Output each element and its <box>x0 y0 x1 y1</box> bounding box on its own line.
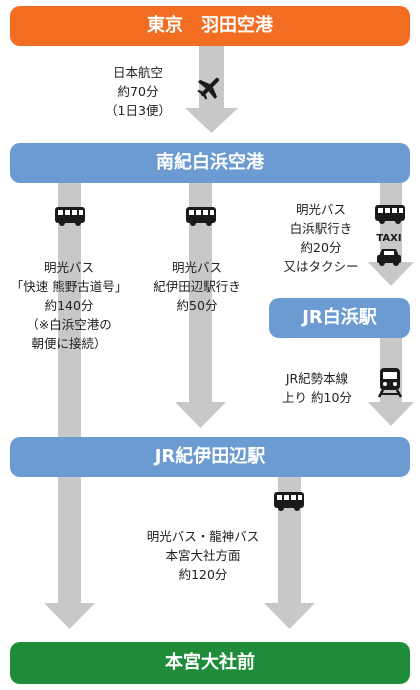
label-line: 本宮大社方面 <box>165 548 241 563</box>
node-nanki-shirahama-airport: 南紀白浜空港 <box>10 143 410 183</box>
label-line: 明光バス <box>43 260 94 275</box>
label-line: 上り 約10分 <box>282 390 352 405</box>
node-jr-kii-tanabe: JR紀伊田辺駅 <box>10 437 410 477</box>
label-line: 約70分 <box>117 84 159 99</box>
taxi-sign: TAXI <box>376 233 402 244</box>
route-label-bus-hongu: 明光バス・龍神バス 本宮大社方面 約120分 <box>128 527 278 584</box>
label-line: 明光バス <box>171 260 222 275</box>
node-jr-shirahama: JR白浜駅 <box>269 298 410 338</box>
arrow-kii-to-hongu <box>264 476 315 629</box>
airplane-icon <box>197 77 220 100</box>
route-label-flight: 日本航空 約70分 （1日3便） <box>98 63 178 120</box>
route-label-bus-taxi: 明光バス 白浜駅行き 約20分 又はタクシー <box>273 200 369 276</box>
node-tokyo-haneda: 東京 羽田空港 <box>10 6 410 46</box>
label-line: 朝便に接続） <box>31 336 107 351</box>
label-line: （※白浜空港の <box>26 317 112 332</box>
label-line: 「快速 熊野古道号」 <box>10 279 128 294</box>
bus-icon <box>375 205 405 224</box>
route-label-bus-express: 明光バス 「快速 熊野古道号」 約140分 （※白浜空港の 朝便に接続） <box>5 258 133 353</box>
route-label-train: JR紀勢本線 上り 約10分 <box>268 369 366 407</box>
train-icon <box>377 368 403 398</box>
label-line: 明光バス <box>295 202 346 217</box>
label-line: 紀伊田辺駅行き <box>153 279 241 294</box>
arrow-nanki-to-hongu-express <box>44 182 95 629</box>
arrow-nanki-to-kii <box>175 182 226 428</box>
label-line: 約140分 <box>44 298 94 313</box>
label-line: 白浜駅行き <box>289 221 353 236</box>
label-line: 日本航空 <box>112 65 163 80</box>
label-line: 約50分 <box>176 298 218 313</box>
label-line: 約120分 <box>178 567 228 582</box>
label-line: JR紀勢本線 <box>285 371 349 386</box>
label-line: 又はタクシー <box>283 259 359 274</box>
arrow-nanki-to-shirahama <box>368 182 414 286</box>
label-line: （1日3便） <box>105 103 171 118</box>
label-line: 明光バス・龍神バス <box>146 529 260 544</box>
node-hongu-taisha: 本宮大社前 <box>10 642 410 684</box>
bus-icon <box>186 207 216 226</box>
route-label-bus-kii: 明光バス 紀伊田辺駅行き 約50分 <box>138 258 256 315</box>
taxi-icon: TAXI <box>373 233 405 269</box>
bus-icon <box>55 207 85 226</box>
bus-icon <box>274 492 304 511</box>
label-line: 約20分 <box>300 240 342 255</box>
